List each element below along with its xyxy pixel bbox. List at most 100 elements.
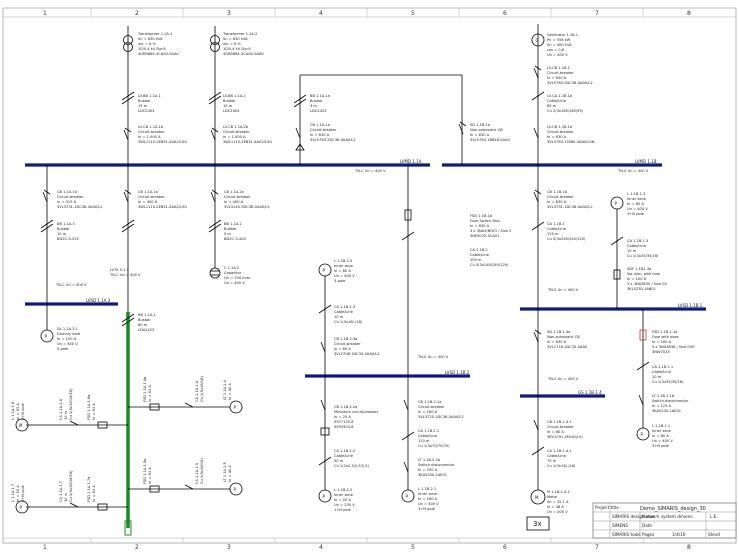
svg-text:60 m: 60 m (138, 323, 148, 327)
load-l-1b11[interactable]: P (636, 309, 650, 441)
svg-text:LV-CB 1.1A.2b: LV-CB 1.1A.2b (223, 125, 249, 129)
transformer-1-feeder[interactable] (121, 26, 135, 165)
busbar-label: LVSD 1.1B.1 (678, 303, 703, 308)
svg-text:SDF 1.1B1.3a: SDF 1.1B1.3a (627, 267, 651, 271)
svg-text:In = 1.000 A: In = 1.000 A (138, 135, 161, 139)
svg-text:3+N pole: 3+N pole (21, 484, 25, 502)
svg-text:CA 1.1A.1.6: CA 1.1A.1.6 (59, 398, 63, 420)
tie-feeder[interactable] (293, 74, 463, 165)
load-lt-1a15[interactable]: P (128, 482, 243, 496)
svg-text:Circuit-breaker: Circuit-breaker (224, 195, 251, 199)
feeder-to-lvsd-1a3[interactable] (40, 165, 54, 304)
svg-text:In = 25 A: In = 25 A (334, 415, 351, 419)
svg-text:3WL1110-2EB31-4AA2/L5G: 3WL1110-2EB31-4AA2/L5G (138, 140, 187, 144)
load-icon: P (234, 487, 237, 492)
svg-text:Cable/Line: Cable/Line (470, 253, 490, 257)
svg-text:CA 1.1A.1.5: CA 1.1A.1.5 (195, 463, 199, 484)
svg-text:Circuit-breaker: Circuit-breaker (547, 71, 574, 75)
svg-text:CB 1.1A.2a: CB 1.1A.2a (224, 190, 244, 194)
svg-text:100 m: 100 m (470, 258, 482, 262)
svg-text:Sn = 32,1 A: Sn = 32,1 A (547, 500, 569, 504)
svg-text:3 x 3NA3836 / Size 000: 3 x 3NA3836 / Size 000 (652, 345, 695, 349)
svg-text:Qn = 250 kvar: Qn = 250 kvar (224, 276, 251, 280)
non-automatic-cb-sd[interactable] (458, 121, 467, 135)
svg-text:Circuit-breaker: Circuit-breaker (418, 405, 445, 409)
svg-text:Pn = 556 kW: Pn = 556 kW (547, 38, 571, 42)
svg-text:CA 1.1B.1.4.1: CA 1.1B.1.4.1 (547, 449, 572, 453)
svg-text:LV-BB 1.1A.1: LV-BB 1.1A.1 (138, 94, 161, 98)
load-l-1b21[interactable]: P (401, 376, 415, 503)
load-l-1a16[interactable]: M (15, 418, 128, 432)
svg-text:In = 63 A: In = 63 A (92, 485, 96, 502)
svg-text:5SY7125-8: 5SY7125-8 (334, 420, 354, 424)
svg-text:110 m: 110 m (418, 439, 430, 443)
svg-text:10/0,4 kV Dyn5: 10/0,4 kV Dyn5 (138, 47, 166, 51)
feeder-to-lvsd-1b1[interactable] (531, 165, 545, 309)
svg-text:Busbar: Busbar (223, 99, 236, 103)
svg-text:FSD 1.1A.1.7a: FSD 1.1A.1.7a (87, 477, 91, 502)
svg-text:Fuse with base: Fuse with base (652, 335, 679, 339)
load-lt-1a14[interactable]: P (128, 400, 243, 414)
svg-text:Un = 400 V: Un = 400 V (57, 342, 78, 346)
svg-text:Network system dimens.: Network system dimens. (642, 514, 694, 519)
dummy-load-dl-1a31[interactable]: P (40, 304, 54, 343)
load-icon: P (20, 505, 23, 510)
svg-text:In = 63 A: In = 63 A (148, 467, 152, 484)
svg-text:5 m: 5 m (224, 232, 231, 236)
busbar-label: LVMD 1.1B (635, 159, 657, 164)
feeder-to-lvts-511[interactable] (121, 165, 135, 327)
svg-text:CA 1.1B.2.1: CA 1.1B.2.1 (418, 429, 439, 433)
svg-text:Non-automatic CB: Non-automatic CB (470, 128, 503, 132)
load-l-1a17[interactable]: P (15, 500, 128, 514)
svg-text:CB 1.1B.2.1a: CB 1.1B.2.1a (418, 400, 441, 404)
feeder-to-lvsd-1b2[interactable] (401, 165, 415, 376)
svg-text:Busbar: Busbar (310, 99, 323, 103)
load-l-1b23[interactable]: P (318, 263, 332, 376)
svg-text:3KA5230-1AE01: 3KA5230-1AE01 (652, 409, 681, 413)
svg-text:In = 630 A: In = 630 A (470, 224, 490, 228)
busbar-sub-label: TN-C Un = 400 V (55, 283, 87, 287)
col-label: 4 (319, 10, 323, 17)
svg-text:10/0,4 kV Dyn5: 10/0,4 kV Dyn5 (223, 47, 251, 51)
load-l-1b22[interactable]: P (318, 376, 332, 503)
svg-text:In = 630 A: In = 630 A (547, 200, 567, 204)
svg-text:3VL5763-1TA60-0AA0/L5N: 3VL5763-1TA60-0AA0/L5N (547, 140, 595, 144)
col-label: 7 (595, 544, 599, 551)
svg-text:3-pole: 3-pole (334, 279, 346, 283)
svg-text:Inner zone: Inner zone (418, 492, 438, 496)
svg-text:3NW7033: 3NW7033 (652, 350, 670, 354)
svg-text:CB 1.1B.1.4.1: CB 1.1B.1.4.1 (547, 420, 572, 424)
column-numbers-bottom: 1 2 3 4 5 6 7 8 (43, 544, 691, 551)
svg-text:SIMARIS design user: SIMARIS design user (612, 514, 655, 519)
svg-text:Cable/Line: Cable/Line (547, 99, 567, 103)
svg-text:Capacitor: Capacitor (224, 271, 242, 275)
svg-text:LV-CB 1.1B.1b: LV-CB 1.1B.1b (547, 125, 573, 129)
svg-text:In = 40 A: In = 40 A (228, 383, 232, 400)
svg-text:C 1.1A.2: C 1.1A.2 (224, 266, 239, 270)
generator-feeder[interactable]: G (531, 24, 545, 165)
svg-text:Circuit-breaker: Circuit-breaker (223, 130, 250, 134)
svg-text:Cu 1(5x16/16/16): Cu 1(5x16/16/16) (69, 388, 73, 420)
busbar-label: LVTS 5.1.1 (110, 268, 129, 272)
load-feeder-l-1b13[interactable]: P (610, 196, 624, 309)
svg-text:3VL5763-1BB46-0AA0: 3VL5763-1BB46-0AA0 (470, 138, 511, 142)
feeder-to-gs-1b14[interactable] (533, 309, 542, 396)
svg-text:FSD 1.1A.1.4a: FSD 1.1A.1.4a (143, 377, 147, 402)
svg-text:Circuit-breaker: Circuit-breaker (138, 130, 165, 134)
load-icon: P (323, 268, 326, 273)
svg-text:In = 630 A: In = 630 A (310, 133, 330, 137)
svg-text:Busbar: Busbar (57, 227, 70, 231)
capacitor-feeder[interactable] (208, 165, 222, 279)
svg-text:BB 1.1A.2: BB 1.1A.2 (224, 222, 242, 226)
svg-text:LV-BB 1.1A.2: LV-BB 1.1A.2 (223, 94, 246, 98)
motor-feeder-m-1b141[interactable]: M (530, 396, 546, 505)
svg-text:3 m: 3 m (310, 104, 317, 108)
svg-text:LV-CB 1.1B.1: LV-CB 1.1B.1 (547, 66, 570, 70)
transformer-2-feeder[interactable] (208, 26, 222, 165)
col-label: 3 (227, 10, 231, 17)
svg-text:In = 63 A: In = 63 A (16, 403, 20, 420)
col-label: 3 (227, 544, 231, 551)
svg-text:3VL2708-1DC33-0AA0/L2: 3VL2708-1DC33-0AA0/L2 (334, 352, 380, 356)
svg-text:10 m: 10 m (64, 492, 68, 502)
svg-text:In = 250 A: In = 250 A (418, 468, 438, 472)
